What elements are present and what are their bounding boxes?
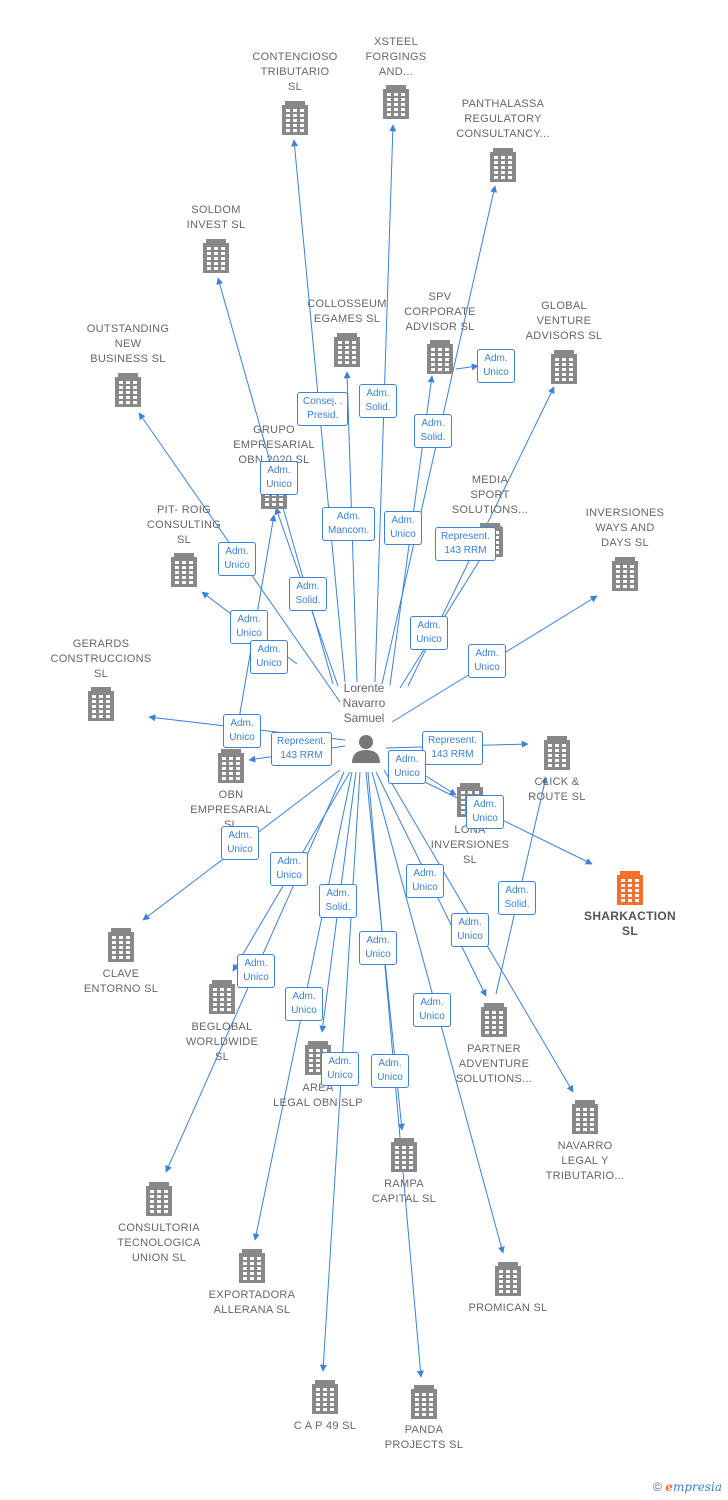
building-icon-pitroig[interactable] xyxy=(171,553,197,587)
role-tag-cap49[interactable]: Adm. Unico xyxy=(321,1052,359,1086)
company-label-gerards[interactable]: GERARDS CONSTRUCCIONS SL xyxy=(50,638,152,680)
copyright-icon: © xyxy=(653,1480,662,1494)
company-label-promican[interactable]: PROMICAN SL xyxy=(468,1302,548,1314)
building-icon-rampa[interactable] xyxy=(391,1138,417,1172)
building-icon-partner[interactable] xyxy=(481,1003,507,1037)
company-label-partner[interactable]: PARTNER ADVENTURE SOLUTIONS... xyxy=(455,1043,533,1085)
company-label-pitroig[interactable]: PIT- ROIG CONSULTING SL xyxy=(146,504,222,546)
company-label-clave[interactable]: CLAVE ENTORNO SL xyxy=(83,968,159,995)
role-tag-collosseum[interactable]: Adm. Mancom. xyxy=(322,507,376,541)
role-tag-media[interactable]: Represent. 143 RRM xyxy=(435,527,496,561)
role-tag-xsteel[interactable]: Adm. Solid. xyxy=(359,384,397,418)
building-icon-global[interactable] xyxy=(551,350,577,384)
building-icon-outstanding[interactable] xyxy=(115,373,141,407)
company-label-outstanding[interactable]: OUTSTANDING NEW BUSINESS SL xyxy=(86,323,170,365)
role-tag-lona[interactable]: Adm. Unico xyxy=(388,750,426,784)
role-tag-soldom[interactable]: Adm. Solid. xyxy=(289,577,327,611)
building-icon-collosseum[interactable] xyxy=(334,333,360,367)
role-tag-contencioso[interactable]: Consej. . Presid. xyxy=(297,392,349,426)
role-tag-global[interactable]: Adm. Unico xyxy=(410,616,448,650)
building-icon-click[interactable] xyxy=(544,736,570,770)
building-icon-spv[interactable] xyxy=(427,340,453,374)
role-tag-gerards[interactable]: Adm. Unico xyxy=(223,714,261,748)
building-icon-xsteel[interactable] xyxy=(383,85,409,119)
building-icon-gerards[interactable] xyxy=(88,687,114,721)
company-label-xsteel[interactable]: XSTEEL FORGINGS AND... xyxy=(365,36,427,78)
company-label-inversiones[interactable]: INVERSIONES WAYS AND DAYS SL xyxy=(585,507,665,549)
company-label-rampa[interactable]: RAMPA CAPITAL SL xyxy=(371,1178,437,1205)
company-label-soldom[interactable]: SOLDOM INVEST SL xyxy=(186,204,246,231)
building-icon-clave[interactable] xyxy=(108,928,134,962)
footer-credit: © empresia xyxy=(653,1480,722,1494)
company-label-area[interactable]: AREA LEGAL OBN SLP xyxy=(273,1082,363,1109)
role-tag-clave[interactable]: Adm. Unico xyxy=(221,826,259,860)
edge-global-spv xyxy=(455,363,479,371)
company-label-spv[interactable]: SPV CORPORATE ADVISOR SL xyxy=(404,291,476,333)
building-icon-cap49[interactable] xyxy=(312,1380,338,1414)
role-tag-partner[interactable]: Adm. Unico xyxy=(406,864,444,898)
brand-logo[interactable]: empresia xyxy=(665,1480,722,1494)
role-tag-grupo-obn[interactable]: Adm. Unico xyxy=(250,640,288,674)
role-tag-navarro[interactable]: Adm. Unico xyxy=(451,913,489,947)
role-tag-obn[interactable]: Represent. 143 RRM xyxy=(271,732,332,766)
building-icon-beglobal[interactable] xyxy=(209,980,235,1014)
company-label-navarro[interactable]: NAVARRO LEGAL Y TRIBUTARIO... xyxy=(545,1140,625,1182)
role-tag-pitroig[interactable]: Adm. Unico xyxy=(230,610,268,644)
company-label-global[interactable]: GLOBAL VENTURE ADVISORS SL xyxy=(525,300,603,342)
building-icon-consultoria[interactable] xyxy=(146,1182,172,1216)
building-icon-navarro[interactable] xyxy=(572,1100,598,1134)
company-label-lona[interactable]: LONA INVERSIONES SL xyxy=(430,824,510,866)
company-label-sharkaction[interactable]: SHARKACTION SL xyxy=(584,909,676,938)
role-tag-partner-click[interactable]: Adm. Solid. xyxy=(498,881,536,915)
company-label-consultoria[interactable]: CONSULTORIA TECNOLOGICA UNION SL xyxy=(117,1222,201,1264)
company-label-click[interactable]: CLICK & ROUTE SL xyxy=(528,776,586,803)
role-tag-rampa[interactable]: Adm. Unico xyxy=(359,931,397,965)
role-tag-outstanding[interactable]: Adm. Unico xyxy=(218,542,256,576)
company-label-cap49[interactable]: C A P 49 SL xyxy=(293,1420,357,1432)
company-label-exportadora[interactable]: EXPORTADORA ALLERANA SL xyxy=(208,1289,296,1316)
role-tag-panthalassa[interactable]: Adm. Unico xyxy=(384,511,422,545)
building-icon-sharkaction[interactable] xyxy=(617,871,643,905)
company-label-panthalassa[interactable]: PANTHALASSA REGULATORY CONSULTANCY... xyxy=(456,98,550,140)
person-name-label: Lorente Navarro Samuel xyxy=(342,681,386,725)
person-icon[interactable] xyxy=(352,735,380,763)
company-label-collosseum[interactable]: COLLOSSEUM EGAMES SL xyxy=(307,298,387,325)
role-tag-spv[interactable]: Adm. Solid. xyxy=(414,414,452,448)
role-tag-click[interactable]: Represent. 143 RRM xyxy=(422,731,483,765)
role-tag-inversiones[interactable]: Adm. Unico xyxy=(468,644,506,678)
building-icon-exportadora[interactable] xyxy=(239,1249,265,1283)
building-icon-obn[interactable] xyxy=(218,749,244,783)
company-label-panda[interactable]: PANDA PROJECTS SL xyxy=(384,1424,464,1451)
building-icon-panda[interactable] xyxy=(411,1385,437,1419)
role-tag-panda[interactable]: Adm. Unico xyxy=(371,1054,409,1088)
role-tag-global-spv[interactable]: Adm. Unico xyxy=(477,349,515,383)
role-tag-grupo[interactable]: Adm. Unico xyxy=(260,461,298,495)
role-tag-area[interactable]: Adm. Solid. xyxy=(319,884,357,918)
building-icon-inversiones[interactable] xyxy=(612,557,638,591)
role-tag-promican[interactable]: Adm. Unico xyxy=(413,993,451,1027)
company-label-contencioso[interactable]: CONTENCIOSO TRIBUTARIO SL xyxy=(252,51,338,93)
role-tag-consultoria[interactable]: Adm. Unico xyxy=(237,954,275,988)
role-tag-sharkaction[interactable]: Adm. Unico xyxy=(466,795,504,829)
role-tag-exportadora[interactable]: Adm. Unico xyxy=(285,987,323,1021)
nodes-layer xyxy=(88,85,643,1419)
building-icon-contencioso[interactable] xyxy=(282,101,308,135)
company-label-obn[interactable]: OBN EMPRESARIAL SL xyxy=(190,789,272,831)
role-tag-beglobal[interactable]: Adm. Unico xyxy=(270,852,308,886)
building-icon-soldom[interactable] xyxy=(203,239,229,273)
company-label-beglobal[interactable]: BEGLOBAL WORLDWIDE SL xyxy=(185,1021,259,1063)
company-label-media[interactable]: MEDIA SPORT SOLUTIONS... xyxy=(451,474,529,516)
building-icon-panthalassa[interactable] xyxy=(490,148,516,182)
building-icon-promican[interactable] xyxy=(495,1262,521,1296)
